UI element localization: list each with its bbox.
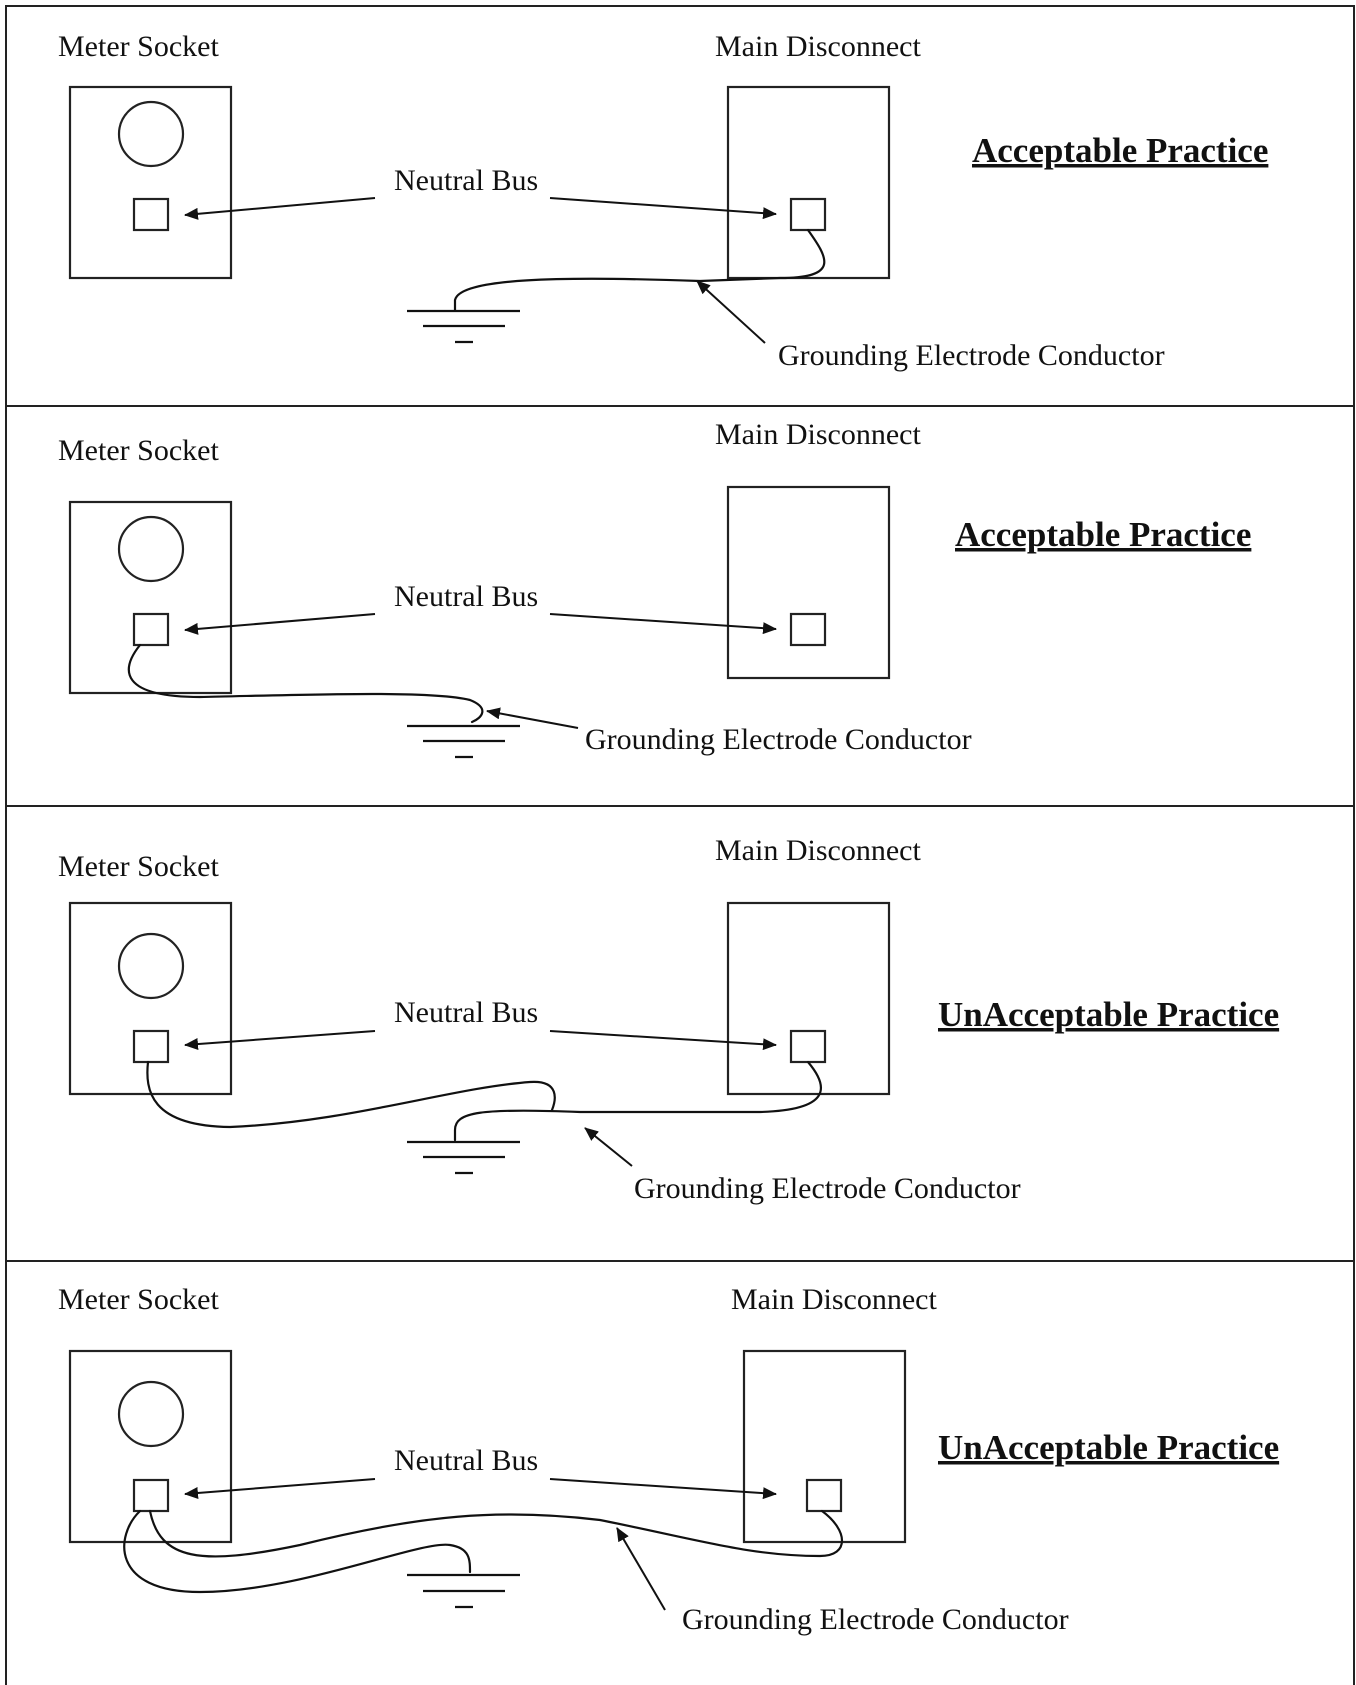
- main-disconnect-box: [726, 485, 891, 680]
- ground-symbol: [407, 1140, 520, 1175]
- neutral-bus-label: Neutral Bus: [394, 996, 538, 1029]
- meter-icon: [117, 932, 185, 1000]
- neutral-bus-arrow-left: [184, 197, 376, 220]
- meter-neutral-bus: [132, 1029, 170, 1064]
- ground-symbol: [407, 309, 520, 344]
- gec-label: Grounding Electrode Conductor: [634, 1172, 1021, 1205]
- neutral-bus-label: Neutral Bus: [394, 1444, 538, 1477]
- gec-arrow: [696, 280, 766, 344]
- neutral-bus-arrow-left: [184, 1030, 376, 1051]
- main-disconnect-label: Main Disconnect: [715, 30, 921, 63]
- meter-socket-box: [68, 85, 233, 280]
- panel-1: Meter Socket Main Disconnect Acceptable …: [58, 30, 1268, 372]
- main-disconnect-label: Main Disconnect: [731, 1283, 937, 1316]
- neutral-bus-arrow-left: [184, 613, 376, 635]
- neutral-bus-arrow-left: [184, 1478, 376, 1499]
- meter-icon: [117, 100, 185, 168]
- meter-socket-label: Meter Socket: [58, 30, 219, 63]
- neutral-bus-label: Neutral Bus: [394, 164, 538, 197]
- outer-frame: [5, 5, 1355, 1685]
- gec-arrow: [486, 707, 579, 729]
- main-disconnect-box: [742, 1349, 907, 1544]
- gec-label: Grounding Electrode Conductor: [682, 1603, 1069, 1636]
- main-disconnect-label: Main Disconnect: [715, 418, 921, 451]
- meter-socket-label: Meter Socket: [58, 434, 219, 467]
- meter-socket-label: Meter Socket: [58, 1283, 219, 1316]
- panel-2: Meter Socket Main Disconnect Acceptable …: [58, 418, 1251, 759]
- disconnect-neutral-bus: [789, 197, 827, 232]
- disconnect-neutral-bus: [789, 612, 827, 647]
- gec-arrow: [616, 1527, 666, 1611]
- main-disconnect-label: Main Disconnect: [715, 834, 921, 867]
- neutral-bus-arrow-right: [549, 1030, 777, 1051]
- grounding-electrode-conductor: [146, 1060, 822, 1142]
- neutral-bus-arrow-right: [549, 197, 777, 220]
- disconnect-neutral-bus: [805, 1478, 843, 1513]
- meter-socket-box: [68, 500, 233, 695]
- main-disconnect-box: [726, 85, 891, 280]
- practice-heading: Acceptable Practice: [955, 515, 1251, 554]
- grounding-electrode-conductor: [453, 228, 826, 312]
- meter-socket-label: Meter Socket: [58, 850, 219, 883]
- meter-neutral-bus: [132, 612, 170, 647]
- grounding-electrode-conductor: [127, 643, 484, 724]
- meter-neutral-bus: [132, 197, 170, 232]
- neutral-bus-arrow-right: [549, 1478, 777, 1500]
- disconnect-neutral-bus: [789, 1029, 827, 1064]
- panel-4: Meter Socket Main Disconnect UnAcceptabl…: [58, 1283, 1279, 1636]
- meter-icon: [117, 515, 185, 583]
- gec-label: Grounding Electrode Conductor: [585, 723, 972, 756]
- meter-neutral-bus: [132, 1478, 170, 1513]
- panel-3: Meter Socket Main Disconnect UnAcceptabl…: [58, 834, 1279, 1205]
- grounding-electrode-conductor: [123, 1509, 844, 1594]
- main-disconnect-box: [726, 901, 891, 1096]
- meter-icon: [117, 1380, 185, 1448]
- meter-socket-box: [68, 1349, 233, 1544]
- gec-label: Grounding Electrode Conductor: [778, 339, 1165, 372]
- practice-heading: UnAcceptable Practice: [938, 995, 1279, 1034]
- practice-heading: UnAcceptable Practice: [938, 1428, 1279, 1467]
- ground-symbol: [407, 724, 520, 759]
- neutral-bus-label: Neutral Bus: [394, 580, 538, 613]
- neutral-bus-arrow-right: [549, 613, 777, 635]
- gec-arrow: [584, 1127, 633, 1167]
- practice-heading: Acceptable Practice: [972, 131, 1268, 170]
- ground-symbol: [407, 1573, 520, 1609]
